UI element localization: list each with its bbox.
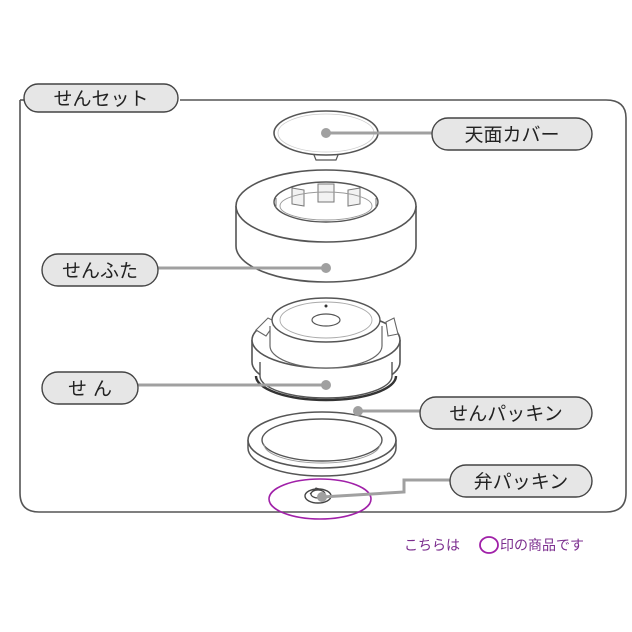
- note-after-mark: 印の商品です: [500, 538, 584, 554]
- label-lid: せんふた: [62, 260, 138, 282]
- stopper-drawing: [251, 297, 401, 402]
- set-label-tab: せんセット: [23, 83, 179, 113]
- label-stopper: せ ん: [68, 378, 112, 400]
- lid-drawing: [235, 169, 417, 283]
- valve-gasket-highlight-ring: [268, 478, 372, 520]
- callout-top-cover: 天面カバー: [431, 117, 593, 151]
- leader-dots: [317, 128, 363, 502]
- highlight-note: こちらは 印の商品です: [404, 536, 584, 554]
- set-label: せんセット: [53, 88, 148, 110]
- callout-valve-gasket: 弁パッキン: [449, 464, 593, 498]
- callout-lid: せんふた: [41, 253, 159, 287]
- leader-lines: [136, 131, 452, 499]
- label-top-cover: 天面カバー: [464, 124, 559, 146]
- stopper-gasket-drawing: [247, 411, 397, 477]
- note-before-mark: こちらは: [404, 538, 460, 554]
- note-circle-mark-icon: [479, 536, 499, 554]
- callout-stopper: せ ん: [41, 371, 139, 405]
- callout-stopper-gasket: せんパッキン: [419, 396, 593, 430]
- set-frame: [19, 99, 627, 513]
- label-valve-gasket: 弁パッキン: [474, 471, 568, 493]
- label-stopper-gasket: せんパッキン: [449, 403, 562, 425]
